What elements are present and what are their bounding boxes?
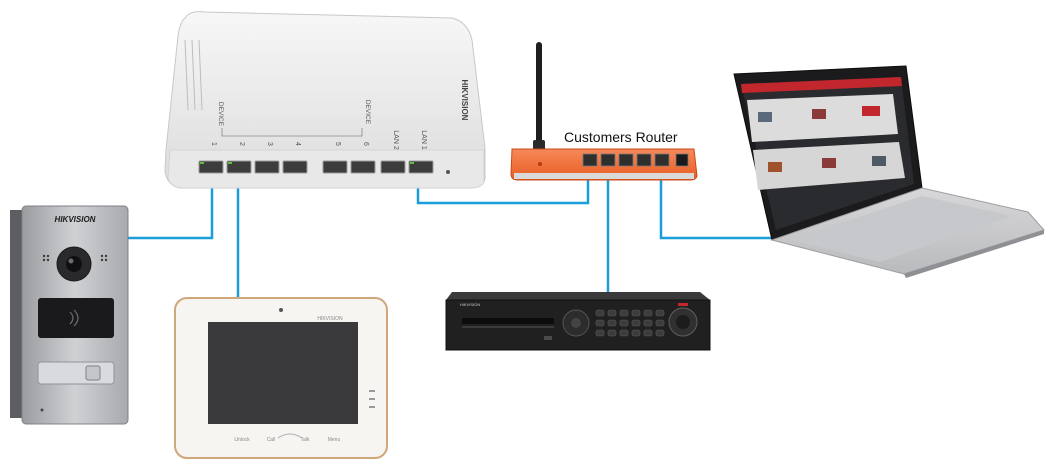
door-station: HIKVISION <box>10 206 128 424</box>
monitor-brand: HIKVISION <box>317 316 343 322</box>
laptop <box>734 66 1044 278</box>
port-label-lan1: LAN 1 <box>420 130 427 150</box>
monitor-button-unlock: Unlock <box>234 437 250 443</box>
monitor-button-call: Call <box>267 437 276 443</box>
port-label-4: 4 <box>294 142 301 146</box>
door-station-brand: HIKVISION <box>55 215 96 224</box>
indoor-monitor: HIKVISION Unlock Call Talk Menu <box>175 298 387 458</box>
port-label-6: 6 <box>362 142 369 146</box>
door-station-card-reader <box>38 298 114 338</box>
port-label-3: 3 <box>266 142 273 146</box>
nvr-brand: HIKVISION <box>460 302 480 307</box>
switch-device-label: DEVICE <box>217 102 224 127</box>
nvr-top <box>446 292 710 300</box>
door-station-call-button <box>38 362 114 384</box>
monitor-button-menu: Menu <box>328 437 341 443</box>
switch-brand: HIKVISION <box>460 80 469 121</box>
nvr-recorder: HIKVISION <box>446 292 710 350</box>
port-label-5: 5 <box>334 142 341 146</box>
poe-switch: HIKVISION DEVICE DEVICE 1 2 3 4 5 6 LAN … <box>165 12 485 188</box>
port-label-2: 2 <box>238 142 245 146</box>
switch-power-led <box>446 170 450 174</box>
monitor-screen <box>208 322 358 424</box>
port-label-1: 1 <box>210 142 217 146</box>
switch-device-label-right: DEVICE <box>364 100 371 125</box>
customers-router <box>511 42 697 180</box>
nvr-led-strip <box>678 303 688 306</box>
router-label: Customers Router <box>564 129 678 145</box>
port-label-lan2: LAN 2 <box>392 130 399 150</box>
router-antenna <box>536 42 542 150</box>
